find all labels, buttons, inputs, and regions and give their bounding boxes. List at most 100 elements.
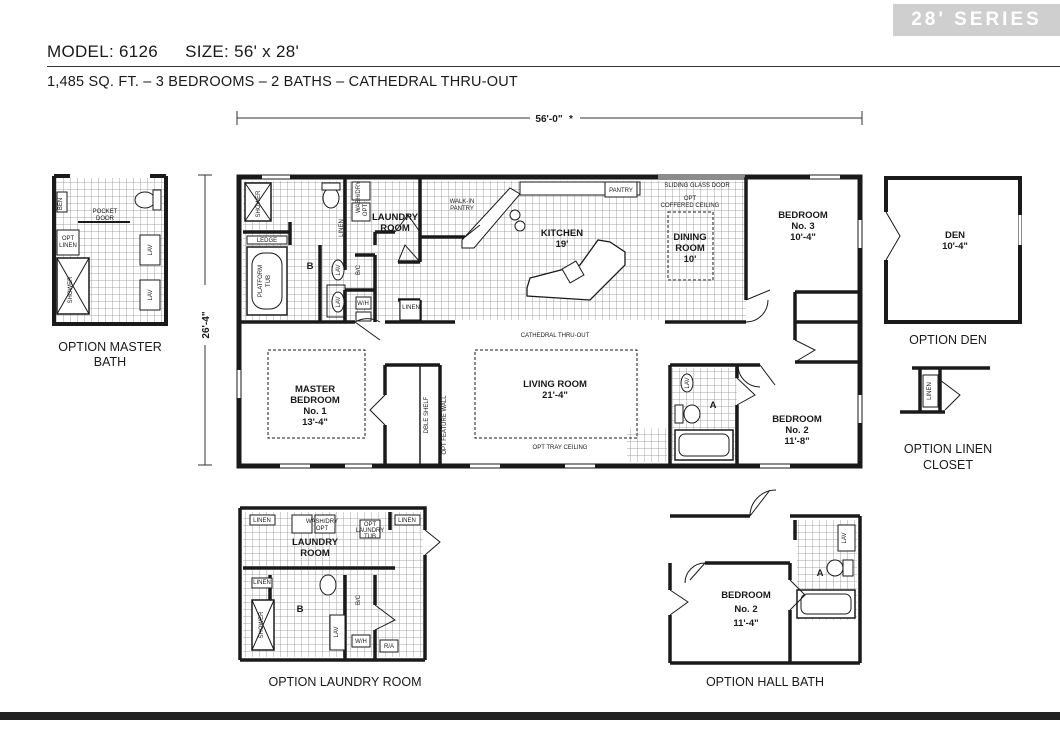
laundry-label-2: ROOM [380, 223, 410, 234]
olr-washdry-2: OPT [316, 526, 329, 532]
lav-b-note: LAV [336, 297, 342, 308]
ledge-note: LEDGE [257, 238, 277, 244]
cathedral-note: CATHEDRAL THRU-OUT [521, 333, 590, 339]
omb-shower: SHOWER [68, 276, 74, 304]
tub-note-2: TUB [266, 275, 272, 287]
olr-tub: OPT [364, 522, 377, 528]
option-master-bath-caption-2: BATH [94, 355, 126, 369]
feature-wall-note: OPT FEATURE WALL [442, 395, 448, 455]
washdry-note: WASH/DRY [356, 181, 362, 213]
bedroom2-label: BEDROOM [772, 414, 822, 425]
olr-room-label-2: ROOM [300, 548, 330, 559]
linen-note-2: LINEN [402, 305, 420, 311]
tray-ceiling-note: OPT TRAY CEILING [533, 445, 588, 451]
shower-note: SHOWER [256, 190, 262, 218]
olr-bath-label: B [297, 604, 304, 615]
series-badge: 28' SERIES [893, 4, 1060, 36]
master-label: MASTER [295, 384, 335, 395]
omb-lav: LAV [148, 245, 154, 256]
ohb-lav: LAV [842, 533, 848, 544]
olr-linen-2: LINEN [398, 518, 416, 524]
olr-tub-2: LAUNDRY [356, 528, 385, 534]
dining-size: 10' [684, 254, 697, 265]
footer-bar [0, 712, 1060, 720]
svg-text:*: * [569, 114, 573, 125]
master-number: No. 1 [303, 406, 327, 417]
master-size: 13'-4" [302, 417, 328, 428]
bedroom3-size: 10'-4" [790, 232, 816, 243]
laundry-label: LAUNDRY [372, 212, 419, 223]
lav-b-note-2: LAV [336, 265, 342, 276]
sliding-door-note: SLIDING GLASS DOOR [664, 183, 730, 189]
omb-opt-linen-2: LINEN [59, 243, 77, 249]
pantry-note: PANTRY [609, 188, 633, 194]
main-room-labels: KITCHEN 19' DINING ROOM 10' LAUNDRY ROOM… [256, 181, 828, 455]
depth-dimension: 26'-4" [198, 174, 212, 466]
olr-linen-3: LINEN [253, 580, 271, 586]
washdry-opt-note: OPT [363, 204, 369, 217]
ohb-bedroom-size: 11'-4" [733, 618, 758, 629]
option-linen-caption-2: CLOSET [923, 458, 973, 472]
dining-label: DINING [673, 232, 706, 243]
ohb-bedroom-label: BEDROOM [721, 590, 771, 601]
omb-lav-2: LAV [148, 290, 154, 301]
model-size: SIZE: 56' x 28' [185, 42, 300, 61]
bedroom3-number: No. 3 [791, 221, 814, 232]
omb-ben-note: BEN [58, 198, 64, 210]
option-linen-caption: OPTION LINEN [904, 442, 992, 456]
main-fixtures [244, 181, 734, 461]
coffered-note-2: COFFERED CEILING [661, 203, 720, 209]
dining-label-2: ROOM [675, 243, 705, 254]
olr-lav: LAV [334, 627, 340, 638]
living-label: LIVING ROOM [523, 379, 587, 390]
ohb-bedroom-number: No. 2 [734, 604, 757, 615]
bedroom3-label: BEDROOM [778, 210, 828, 221]
main-floor-plan: KITCHEN 19' DINING ROOM 10' LAUNDRY ROOM… [236, 174, 863, 469]
option-den: DEN 10'-4" OPTION DEN [883, 176, 1022, 347]
double-shelf-note: DBLE SHELF [424, 396, 430, 433]
bath-a-label: A [710, 400, 717, 411]
omb-pocket-door: POCKET [93, 209, 118, 215]
bath-b-label: B [307, 261, 314, 272]
lav-a-note: LAV [685, 378, 691, 389]
olr-linen: LINEN [253, 518, 271, 524]
walk-in-pantry-note-2: PANTRY [450, 206, 474, 212]
olr-room-label: LAUNDRY [292, 537, 339, 548]
model-number: MODEL: 6126 [47, 42, 159, 61]
omb-pocket-door-2: DOOR [96, 216, 115, 222]
bedroom2-size: 11'-8" [784, 436, 809, 447]
ohb-bath-label: A [817, 568, 824, 579]
header-rule [47, 66, 1060, 67]
linen-closet-note: LINEN [927, 382, 933, 400]
olr-washdry: WASH/DRY [306, 519, 338, 525]
option-master-bath-caption: OPTION MASTER [58, 340, 161, 354]
door-swings [354, 214, 817, 426]
model-line: MODEL: 6126 SIZE: 56' x 28' [47, 42, 321, 62]
master-label-2: BEDROOM [290, 395, 340, 406]
den-size: 10'-4" [942, 241, 968, 252]
depth-dimension-label: 26'-4" [201, 311, 212, 338]
olr-ra: R/A [384, 644, 394, 650]
option-laundry-room: LINEN LINEN LINEN WASH/DRY OPT OPT LAUND… [238, 506, 441, 689]
option-linen-closet: LINEN OPTION LINEN CLOSET [900, 366, 992, 472]
living-size: 21'-4" [542, 390, 568, 401]
option-master-bath: BEN POCKET DOOR OPT LINEN SHOWER LAV LAV… [52, 174, 168, 369]
kitchen-label: KITCHEN [541, 228, 583, 239]
option-hall-bath-caption: OPTION HALL BATH [706, 675, 824, 689]
option-laundry-caption: OPTION LAUNDRY ROOM [268, 675, 421, 689]
den-label: DEN [945, 230, 965, 241]
olr-wh: W/H [355, 639, 367, 645]
spec-line: 1,485 SQ. FT. – 3 BEDROOMS – 2 BATHS – C… [47, 74, 518, 90]
bc-note: B/C [356, 264, 362, 275]
tub-note: PLATFORM [258, 265, 264, 297]
width-dimension-label: 56'-0" [535, 114, 562, 125]
walk-in-pantry-note: WALK-IN [450, 199, 475, 205]
kitchen-size: 19' [556, 239, 569, 250]
option-den-caption: OPTION DEN [909, 333, 987, 347]
bedroom2-number: No. 2 [785, 425, 808, 436]
olr-bc: B/C [356, 594, 362, 605]
linen-note: LINEN [339, 219, 345, 237]
omb-opt-linen: OPT [62, 236, 75, 242]
water-heater-note: W/H [357, 301, 369, 307]
